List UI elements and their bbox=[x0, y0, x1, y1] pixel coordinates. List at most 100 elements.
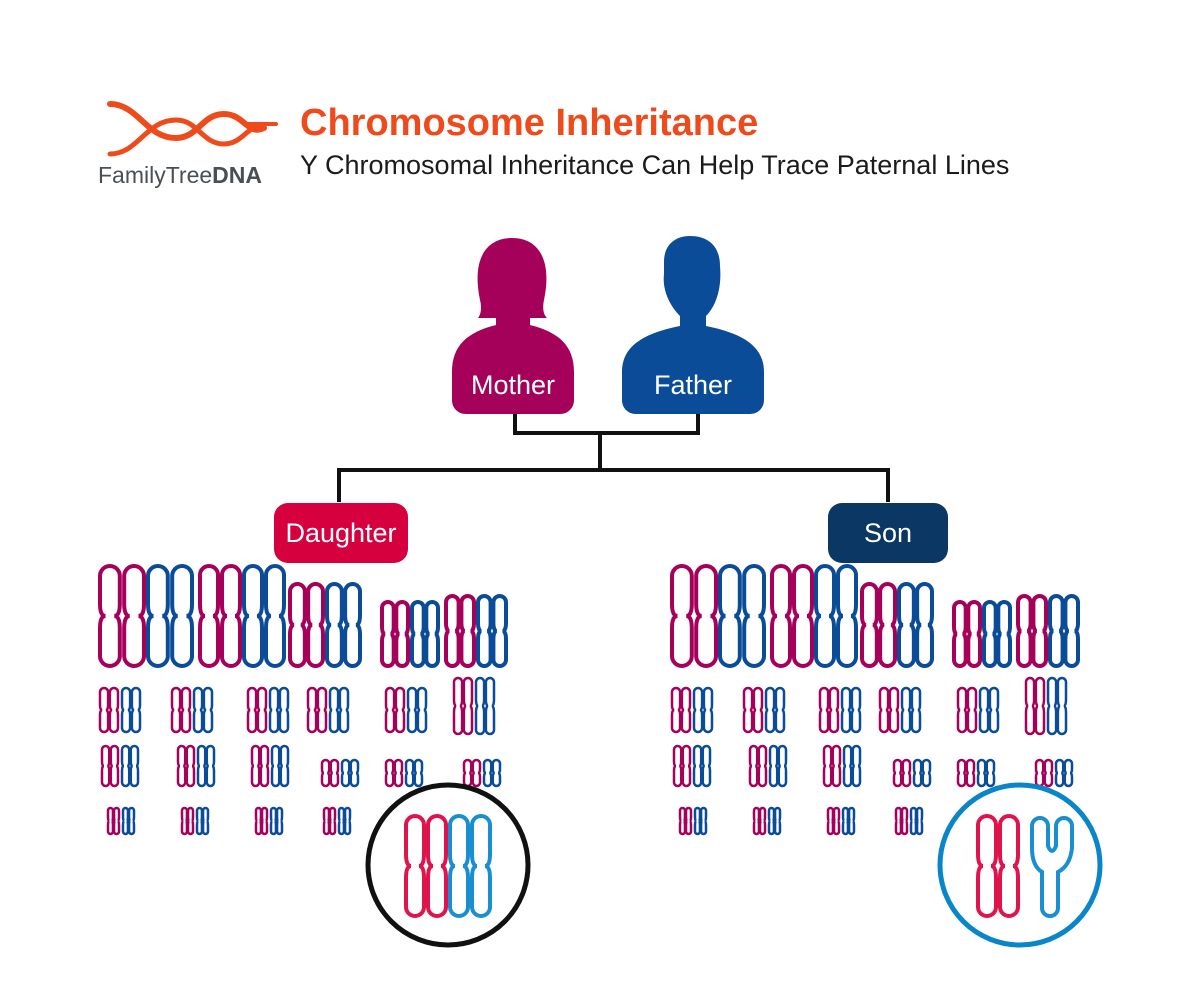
chromosome-maternal bbox=[452, 676, 474, 736]
chromosome-paternal bbox=[693, 806, 708, 836]
chromosome-paternal bbox=[410, 600, 440, 668]
dna-helix-icon bbox=[107, 101, 278, 157]
father-figure: Father bbox=[622, 236, 764, 414]
father-label: Father bbox=[654, 370, 732, 400]
chromosome-maternal bbox=[180, 806, 195, 836]
chromosome-maternal bbox=[384, 758, 404, 788]
chromosome-paternal bbox=[842, 744, 862, 788]
chromosome-maternal bbox=[462, 758, 482, 788]
son-karyotype bbox=[670, 564, 1080, 836]
daughter-sex-chromosomes bbox=[404, 814, 492, 918]
chromosome-paternal bbox=[482, 758, 502, 788]
chromosome-paternal bbox=[692, 686, 714, 734]
chromosome-maternal bbox=[818, 686, 840, 734]
son-sex-chromosome-ring bbox=[937, 782, 1103, 948]
chromosome-paternal bbox=[976, 758, 996, 788]
chromosome-maternal bbox=[306, 686, 328, 734]
male-silhouette-icon bbox=[622, 236, 764, 414]
x-chromosome-maternal bbox=[976, 814, 1020, 918]
chromosome-maternal bbox=[380, 600, 410, 668]
chromosome-paternal bbox=[325, 582, 362, 668]
page-title: Chromosome Inheritance bbox=[300, 102, 759, 144]
chromosome-maternal bbox=[176, 744, 196, 788]
chromosome-maternal bbox=[1034, 758, 1054, 788]
chromosome-maternal bbox=[1016, 594, 1048, 668]
chromosome-maternal bbox=[892, 758, 912, 788]
chromosome-paternal bbox=[121, 806, 136, 836]
female-silhouette-icon bbox=[452, 238, 574, 414]
chromosome-maternal bbox=[894, 806, 909, 836]
chromosome-paternal bbox=[909, 806, 924, 836]
chromosome-paternal bbox=[196, 744, 216, 788]
chromosome-maternal bbox=[860, 582, 897, 668]
chromosome-maternal bbox=[246, 686, 268, 734]
chromosome-paternal bbox=[268, 686, 290, 734]
chromosome-paternal bbox=[146, 564, 194, 668]
chromosome-paternal bbox=[1048, 594, 1080, 668]
mother-figure: Mother bbox=[452, 238, 574, 414]
chromosome-paternal bbox=[120, 686, 142, 734]
chromosome-maternal bbox=[106, 806, 121, 836]
chromosome-paternal bbox=[474, 676, 496, 736]
chromosome-maternal bbox=[878, 686, 900, 734]
chromosome-maternal bbox=[956, 686, 978, 734]
chromosome-maternal bbox=[1024, 676, 1046, 736]
chromosome-paternal bbox=[192, 686, 214, 734]
son-label: Son bbox=[864, 518, 912, 548]
chromosome-paternal bbox=[767, 806, 782, 836]
chromosome-paternal bbox=[328, 686, 350, 734]
chromosome-maternal bbox=[100, 744, 120, 788]
chromosome-maternal bbox=[250, 744, 270, 788]
chromosome-paternal bbox=[912, 758, 932, 788]
chromosome-maternal bbox=[770, 564, 814, 668]
chromosome-paternal bbox=[768, 744, 788, 788]
chromosome-paternal bbox=[1046, 676, 1068, 736]
chromosome-paternal bbox=[692, 744, 712, 788]
page-subtitle: Y Chromosomal Inheritance Can Help Trace… bbox=[300, 150, 1010, 180]
chromosome-paternal bbox=[718, 564, 766, 668]
brand-logo-text: FamilyTreeDNA bbox=[98, 162, 263, 188]
chromosome-paternal bbox=[242, 564, 286, 668]
chromosome-paternal bbox=[814, 564, 858, 668]
chromosome-maternal bbox=[956, 758, 976, 788]
chromosome-paternal bbox=[406, 686, 428, 734]
daughter-karyotype bbox=[98, 564, 508, 836]
chromosome-paternal bbox=[841, 806, 856, 836]
son-badge: Son bbox=[828, 503, 948, 563]
chromosome-maternal bbox=[288, 582, 325, 668]
mother-label: Mother bbox=[471, 370, 555, 400]
chromosome-maternal bbox=[826, 806, 841, 836]
chromosome-paternal bbox=[120, 744, 140, 788]
daughter-sex-chromosome-ring bbox=[365, 782, 531, 948]
y-chromosome-paternal bbox=[1030, 816, 1074, 918]
daughter-label: Daughter bbox=[285, 518, 396, 548]
chromosome-maternal bbox=[822, 744, 842, 788]
chromosome-paternal bbox=[404, 758, 424, 788]
chromosome-paternal bbox=[900, 686, 922, 734]
daughter-badge: Daughter bbox=[274, 503, 408, 563]
chromosome-paternal bbox=[840, 686, 862, 734]
chromosome-paternal bbox=[978, 686, 1000, 734]
chromosome-maternal bbox=[98, 686, 120, 734]
chromosome-paternal bbox=[195, 806, 210, 836]
chromosome-maternal bbox=[678, 806, 693, 836]
chromosome-maternal bbox=[748, 744, 768, 788]
chromosome-paternal bbox=[897, 582, 934, 668]
chromosome-maternal bbox=[742, 686, 764, 734]
chromosome-maternal bbox=[384, 686, 406, 734]
chromosome-paternal bbox=[982, 600, 1012, 668]
chromosome-maternal bbox=[444, 594, 476, 668]
x-chromosome-paternal bbox=[448, 814, 492, 918]
chromosome-maternal bbox=[952, 600, 982, 668]
chromosome-maternal bbox=[670, 686, 692, 734]
chromosome-paternal bbox=[340, 758, 360, 788]
chromosome-maternal bbox=[170, 686, 192, 734]
chromosome-paternal bbox=[269, 806, 284, 836]
chromosome-maternal bbox=[670, 564, 718, 668]
chromosome-paternal bbox=[1054, 758, 1074, 788]
chromosome-maternal bbox=[198, 564, 242, 668]
chromosome-maternal bbox=[98, 564, 146, 668]
chromosome-paternal bbox=[270, 744, 290, 788]
